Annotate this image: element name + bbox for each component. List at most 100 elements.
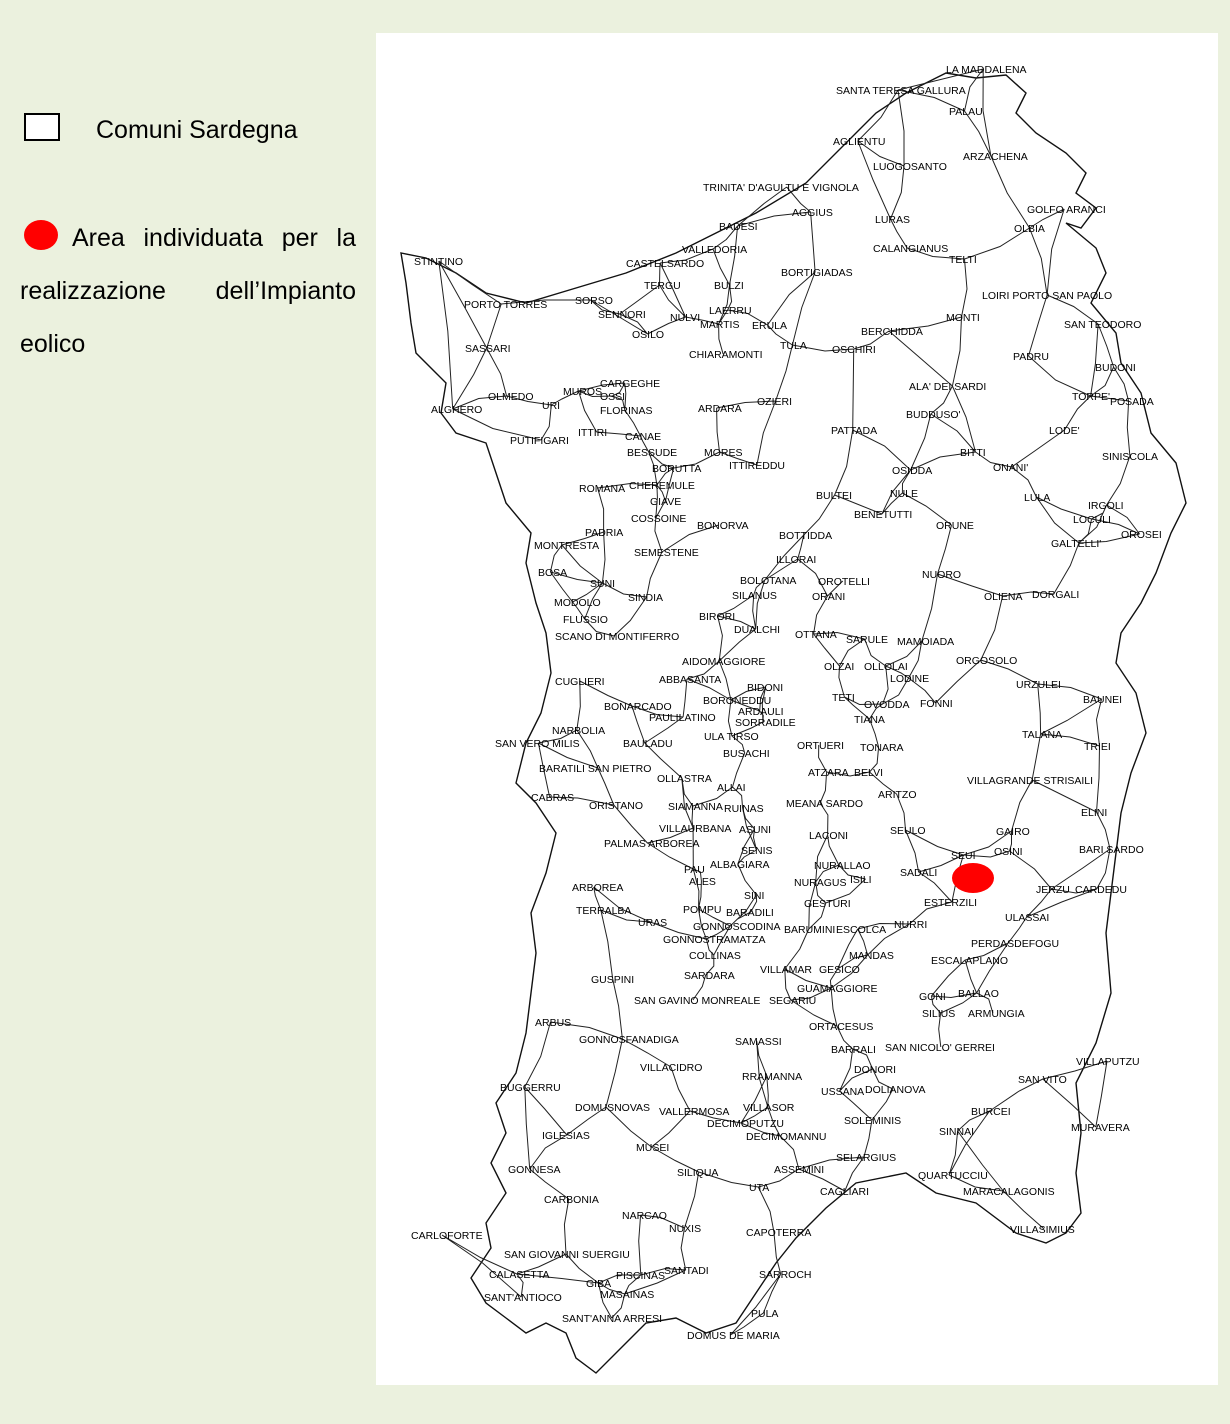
legend-area: Area individuata per la realizzazione de…: [20, 212, 356, 371]
town-label: SARDARA: [684, 970, 735, 982]
town-label: LULA: [1024, 492, 1050, 504]
town-label: COSSOINE: [631, 513, 686, 525]
town-label: BARUMINI: [784, 924, 835, 936]
town-label: NARCAO: [622, 1210, 667, 1222]
wind-farm-area-marker: [952, 863, 994, 893]
town-label: ONANI': [993, 462, 1028, 474]
town-label: ESCOLCA: [836, 924, 886, 936]
town-label: SCANO DI MONTIFERRO: [555, 631, 679, 643]
town-label: RUINAS: [724, 803, 764, 815]
town-label: TIANA: [854, 714, 885, 726]
town-label: SILIUS: [922, 1008, 955, 1020]
town-label: QUARTUCCIU: [918, 1170, 988, 1182]
town-label: NARBOLIA: [552, 725, 605, 737]
town-label: CHEREMULE: [629, 480, 695, 492]
town-label: OVODDA: [864, 699, 910, 711]
town-label: OLLASTRA: [657, 773, 712, 785]
town-label: BERCHIDDA: [861, 326, 923, 338]
town-label: BORTIGIADAS: [781, 267, 853, 279]
town-label: LURAS: [875, 214, 910, 226]
town-label: DONORI: [854, 1064, 896, 1076]
town-label: NURAGUS: [794, 877, 847, 889]
town-label: PAULILATINO: [649, 712, 716, 724]
town-label: URI: [542, 400, 560, 412]
town-label: PAU: [684, 864, 705, 876]
town-label: ASUNI: [739, 824, 771, 836]
town-label: MUROS: [563, 386, 602, 398]
town-label: BUSACHI: [723, 748, 770, 760]
town-label: SANT'ANTIOCO: [484, 1292, 562, 1304]
town-label: VILLASOR: [743, 1102, 795, 1114]
town-label: SINI: [744, 890, 764, 902]
town-label: BORUTTA: [652, 463, 701, 475]
town-label: ITTIRI: [578, 427, 607, 439]
town-label: CARBONIA: [544, 1194, 599, 1206]
town-label: ALA' DEI SARDI: [909, 381, 986, 393]
town-label: PERDASDEFOGU: [971, 938, 1059, 950]
legend: Comuni Sardegna Area individuata per la …: [20, 104, 356, 371]
town-label: MUSEI: [636, 1142, 669, 1154]
town-label: OSSI: [600, 391, 625, 403]
town-label: SORRADILE: [735, 717, 796, 729]
town-label: BIDONI: [747, 682, 783, 694]
town-label: ARBOREA: [572, 882, 623, 894]
town-label: ARDAULI: [738, 706, 784, 718]
town-label: LODE': [1049, 425, 1080, 437]
town-label: BARI SARDO: [1079, 844, 1144, 856]
town-label: BELVI: [854, 767, 883, 779]
town-label: GESTURI: [804, 898, 851, 910]
town-label: ORTACESUS: [809, 1021, 873, 1033]
town-label: OROSEI: [1121, 529, 1162, 541]
town-label: ALGHERO: [431, 404, 482, 416]
town-label: BIRORI: [699, 611, 735, 623]
town-label: TERRALBA: [576, 905, 631, 917]
town-label: OSIDDA: [892, 465, 932, 477]
town-label: DORGALI: [1032, 589, 1079, 601]
town-label: PORTO TORRES: [464, 299, 547, 311]
town-label: PALMAS ARBOREA: [604, 838, 700, 850]
island-outline: [400, 72, 1187, 1374]
town-label: GUAMAGGIORE: [797, 983, 878, 995]
town-label: SAN VERO MILIS: [495, 738, 580, 750]
town-label: GIBA: [586, 1278, 611, 1290]
town-label: MORES: [704, 447, 743, 459]
town-label: BONORVA: [697, 520, 749, 532]
town-label: SUNI: [590, 578, 615, 590]
town-label: BAUNEI: [1083, 694, 1122, 706]
town-label: BURCEI: [971, 1106, 1011, 1118]
town-label: ASSEMINI: [774, 1164, 824, 1176]
town-label: LAERRU: [709, 305, 752, 317]
town-label: MARACALAGONIS: [963, 1186, 1055, 1198]
town-label: FLUSSIO: [563, 614, 608, 626]
town-label: TRIEI: [1084, 741, 1111, 753]
town-label: TULA: [780, 340, 807, 352]
town-label: NULVI: [670, 312, 700, 324]
town-label: GALTELLI': [1051, 538, 1101, 550]
town-label: GUSPINI: [591, 974, 634, 986]
town-label: CALANGIANUS: [873, 243, 948, 255]
town-label: AGGIUS: [792, 207, 833, 219]
town-label: FONNI: [920, 698, 953, 710]
town-label: NURRI: [894, 919, 927, 931]
town-label: ORANI: [812, 591, 845, 603]
town-label: VALLERMOSA: [659, 1106, 729, 1118]
town-label: ULASSAI: [1005, 912, 1049, 924]
town-label: BOSA: [538, 567, 567, 579]
town-label: CARLOFORTE: [411, 1230, 483, 1242]
town-label: SINDIA: [628, 592, 663, 604]
town-label: BARADILI: [726, 907, 774, 919]
town-label: ALLAI: [717, 782, 746, 794]
town-label: SENNORI: [598, 309, 646, 321]
town-label: SADALI: [900, 867, 937, 879]
town-label: ARDARA: [698, 403, 742, 415]
town-label: SIAMANNA: [668, 801, 723, 813]
town-label: BULZI: [714, 280, 744, 292]
town-label: NULE: [890, 488, 918, 500]
town-label: ARZACHENA: [963, 151, 1028, 163]
town-label: OLMEDO: [488, 391, 534, 403]
town-label: URAS: [638, 917, 667, 929]
comuni-swatch-icon: [24, 113, 60, 141]
town-label: BUDONI: [1095, 362, 1136, 374]
town-label: LOCULI: [1073, 514, 1111, 526]
town-label: GOLFO ARANCI: [1027, 204, 1106, 216]
